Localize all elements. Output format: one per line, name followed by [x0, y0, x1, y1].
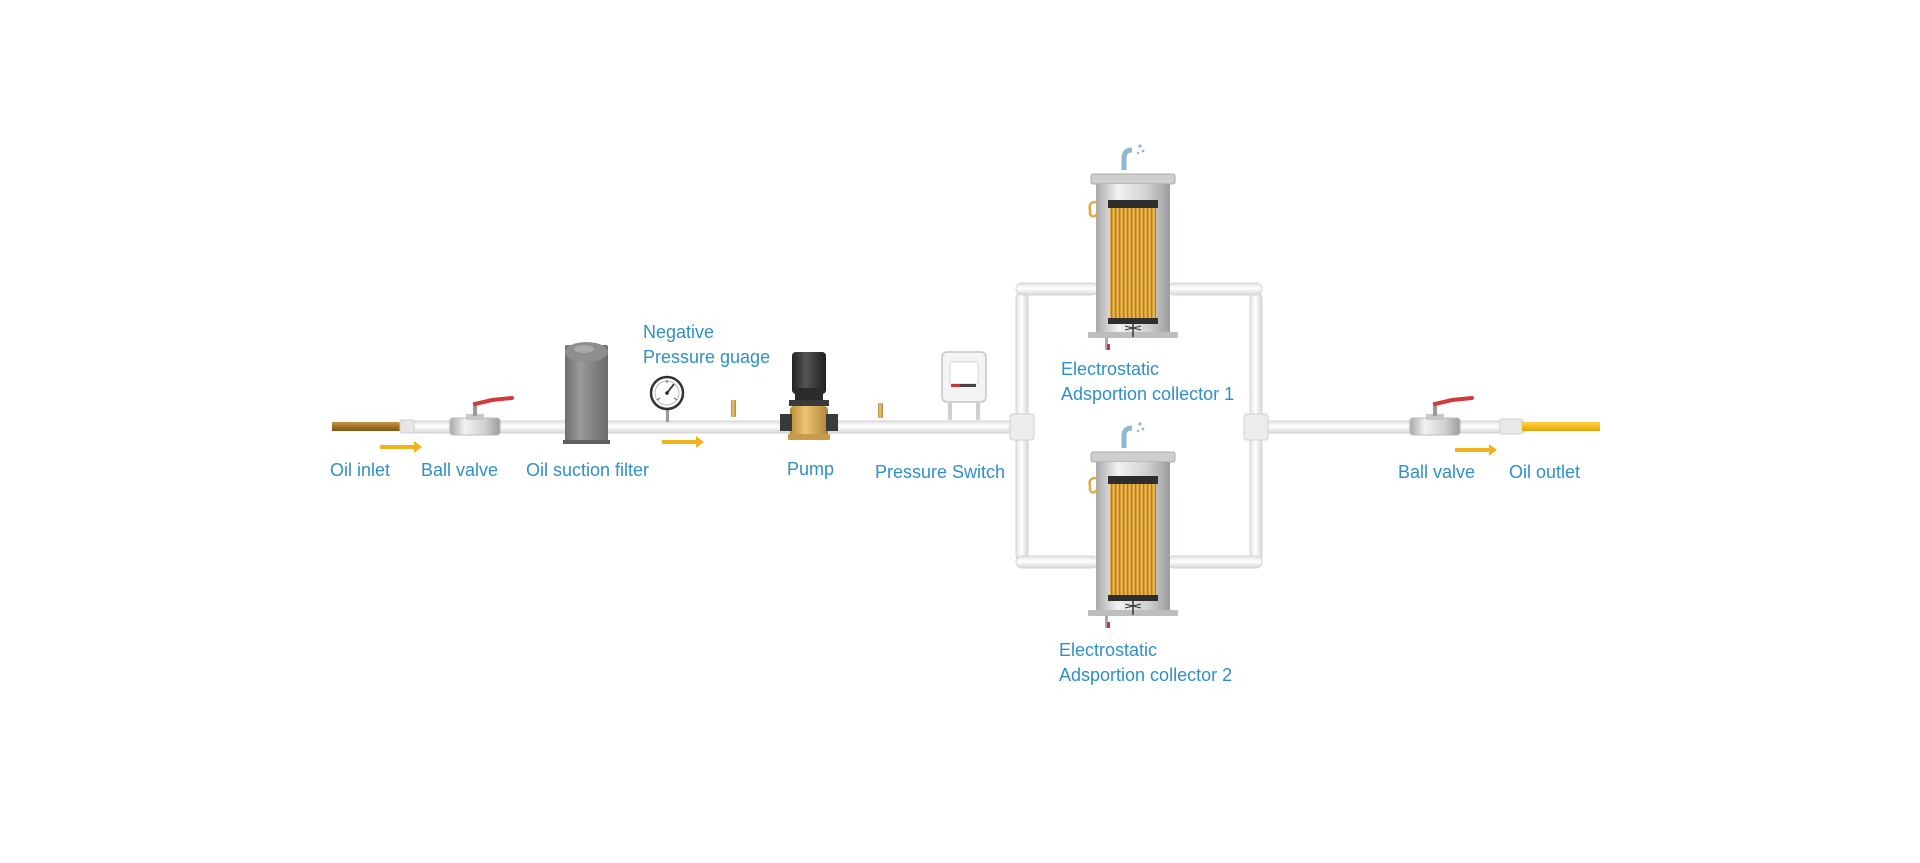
brass-fitting-icon [731, 400, 736, 417]
label-negative-pressure-gauge-line2: Pressure guage [643, 347, 771, 367]
label-pressure-switch-text: Pressure Switch [875, 462, 1006, 482]
adsorption-collector-2-icon [1088, 422, 1178, 628]
label-negative-pressure-gauge: Negative Pressure guage [643, 320, 770, 370]
adsorption-collector-1-icon [1088, 144, 1178, 350]
label-oil-suction-filter: Oil suction filter [526, 458, 649, 483]
label-ball-valve-2: Ball valve [1398, 460, 1475, 485]
inlet-pipe [332, 419, 415, 434]
label-pump: Pump [787, 457, 834, 482]
label-oil-outlet-text: Oil outlet [1509, 462, 1581, 482]
ball-valve-icon [1409, 396, 1474, 436]
brass-fitting-icon [878, 403, 883, 418]
label-ball-valve-1: Ball valve [421, 458, 498, 483]
label-collector-2-line1: Electrostatic [1059, 640, 1158, 660]
label-ball-valve-2-text: Ball valve [1398, 462, 1476, 482]
label-pump-text: Pump [787, 459, 835, 479]
label-collector-1: Electrostatic Adsportion collector 1 [1061, 357, 1234, 407]
arrow-right-icon [662, 436, 704, 448]
arrow-right-icon [380, 441, 422, 453]
label-oil-suction-filter-text: Oil suction filter [526, 460, 650, 480]
outlet-pipe [1499, 418, 1600, 435]
label-collector-2-line2: Adsportion collector 2 [1059, 665, 1233, 685]
arrow-right-icon [1455, 444, 1497, 456]
pump-icon [780, 352, 838, 440]
pressure-switch-icon [941, 351, 987, 420]
label-oil-outlet: Oil outlet [1509, 460, 1580, 485]
label-oil-inlet: Oil inlet [330, 458, 390, 483]
label-ball-valve-1-text: Ball valve [421, 460, 499, 480]
ball-valve-icon [449, 396, 514, 436]
label-collector-1-line2: Adsportion collector 1 [1061, 384, 1235, 404]
label-collector-1-line1: Electrostatic [1061, 359, 1160, 379]
oil-suction-filter-icon [563, 342, 610, 444]
label-pressure-switch: Pressure Switch [875, 460, 1005, 485]
pressure-gauge-icon [649, 375, 685, 422]
label-collector-2: Electrostatic Adsportion collector 2 [1059, 638, 1232, 688]
label-oil-inlet-text: Oil inlet [330, 460, 391, 480]
label-negative-pressure-gauge-line1: Negative [643, 322, 715, 342]
